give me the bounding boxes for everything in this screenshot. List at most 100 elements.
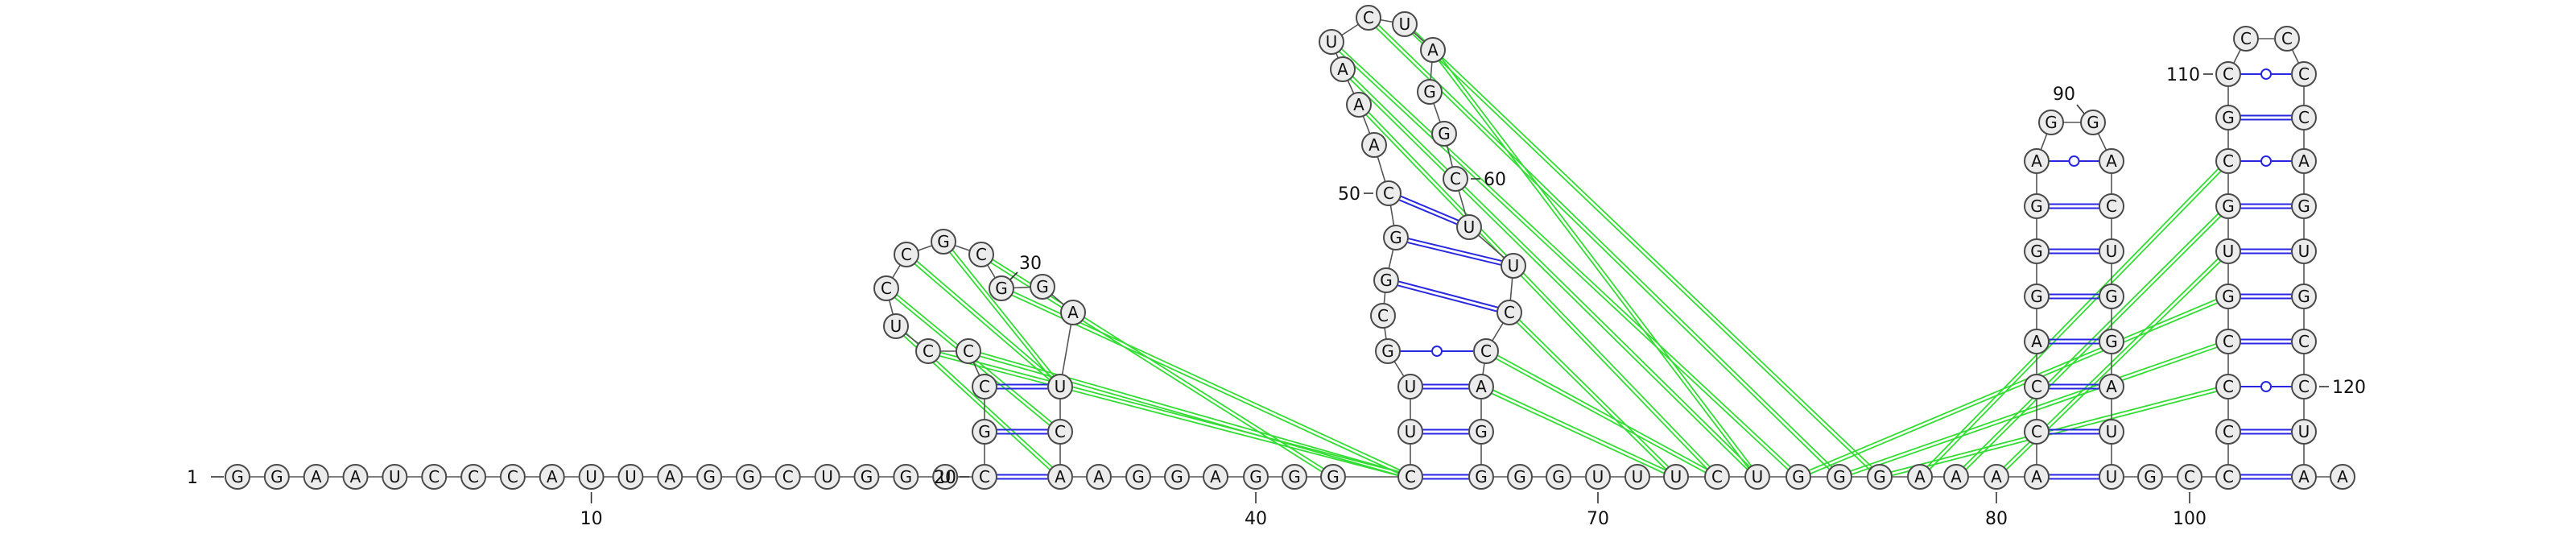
- nucleotide-letter-30: G: [995, 279, 1008, 298]
- nucleotide-circle-51: [1361, 132, 1387, 158]
- nucleotide-88: A: [2024, 148, 2050, 174]
- nucleotide-letter-61: U: [1463, 217, 1476, 237]
- index-label-30: 30: [1019, 254, 1042, 274]
- nucleotide-circle-115: [2291, 148, 2317, 174]
- nucleotide-letter-54: U: [1326, 32, 1338, 52]
- wobble-pair-marker-108-115: [2260, 155, 2272, 167]
- pseudoknot-pair-65-72-strand-1: [1480, 387, 1676, 479]
- nucleotide-letter-41: G: [1288, 467, 1301, 486]
- nucleotide-letter-77: G: [1873, 467, 1886, 486]
- nucleotide-46: G: [1375, 338, 1401, 364]
- nucleotide-77: G: [1867, 464, 1893, 490]
- nucleotide-61: U: [1456, 214, 1482, 240]
- nucleotide-circle-95: [2099, 329, 2124, 354]
- nucleotide-circle-40: [1243, 464, 1269, 490]
- nucleotide-80: A: [1984, 464, 2009, 490]
- nucleotide-91: A: [2099, 148, 2124, 174]
- nucleotide-106: U: [2215, 238, 2241, 264]
- nucleotide-69: G: [1546, 464, 1571, 490]
- nucleotide-115: A: [2291, 148, 2317, 174]
- nucleotide-circle-77: [1867, 464, 1893, 490]
- index-label-80: 80: [1985, 509, 2008, 529]
- nucleotide-40: G: [1243, 464, 1269, 490]
- nucleotide-circle-59: [1431, 121, 1457, 147]
- nucleotide-45: U: [1397, 374, 1423, 399]
- nucleotide-circle-1: [225, 464, 250, 490]
- nucleotide-8: C: [499, 464, 526, 490]
- nucleotide-letter-122: A: [2298, 467, 2310, 486]
- nucleotide-62: U: [1501, 253, 1526, 279]
- nucleotide-circle-109: [2215, 105, 2241, 130]
- pseudoknot-pair-78-108-strand-1: [1920, 161, 2231, 479]
- nucleotide-12: A: [657, 464, 683, 490]
- nucleotide-circle-7: [460, 464, 487, 490]
- nucleotide-98: U: [2099, 464, 2124, 490]
- nucleotide-letter-71: U: [1632, 467, 1644, 486]
- nucleotide-72: U: [1663, 464, 1689, 490]
- nucleotide-letter-58: G: [1423, 82, 1436, 101]
- nucleotide-5: U: [382, 464, 408, 490]
- nucleotide-14: G: [735, 464, 762, 490]
- index-label-110: 110: [2166, 65, 2200, 85]
- nucleotide-letter-80: A: [1991, 467, 2002, 486]
- nucleotide-circle-30: [989, 275, 1014, 301]
- nucleotide-letter-10: U: [585, 467, 597, 486]
- nucleotide-circle-50: [1376, 180, 1402, 206]
- index-tick-90: [2076, 104, 2085, 114]
- nucleotide-letter-100: C: [2184, 467, 2195, 486]
- nucleotide-letter-109: G: [2222, 108, 2235, 127]
- nucleotide-51: A: [1361, 132, 1387, 158]
- pseudoknot-pair-27-33-strand-2: [906, 252, 1063, 387]
- watson-crick-pair-48-63: [1386, 277, 1510, 312]
- nucleotide-97: U: [2099, 419, 2124, 445]
- nucleotide-63: C: [1496, 300, 1522, 325]
- nucleotide-circle-119: [2291, 329, 2317, 354]
- nucleotide-101: C: [2215, 464, 2241, 490]
- nucleotide-circle-96: [2099, 374, 2124, 399]
- nucleotide-letter-95: G: [2105, 332, 2118, 351]
- nucleotide-37: G: [1125, 464, 1151, 490]
- nucleotide-79: A: [1943, 464, 1969, 490]
- nucleotide-circle-86: [2024, 238, 2050, 264]
- nucleotide-letter-67: G: [1475, 467, 1488, 486]
- nucleotide-41: G: [1282, 464, 1307, 490]
- nucleotide-letter-86: G: [2030, 242, 2043, 261]
- nucleotide-letter-92: C: [2106, 197, 2117, 216]
- nucleotide-circle-104: [2215, 329, 2241, 354]
- nucleotide-letter-38: G: [1170, 467, 1183, 486]
- nucleotide-letter-21: G: [978, 422, 991, 441]
- nucleotide-letter-104: C: [2223, 332, 2234, 351]
- nucleotide-circle-69: [1546, 464, 1571, 490]
- nucleotide-44: U: [1397, 419, 1423, 445]
- wobble-pair-marker-46-64: [1431, 346, 1443, 357]
- nucleotide-letter-27: C: [901, 245, 912, 264]
- nucleotide-letter-29: C: [976, 245, 987, 264]
- nucleotide-circle-72: [1663, 464, 1689, 490]
- nucleotide-letter-114: C: [2298, 108, 2310, 127]
- nucleotide-64: C: [1473, 338, 1499, 364]
- nucleotide-114: C: [2291, 105, 2317, 130]
- nucleotide-circle-94: [2099, 284, 2124, 309]
- pseudoknot-pair-64-73-strand-1: [1484, 352, 1717, 479]
- nucleotide-16: U: [814, 464, 840, 490]
- nucleotide-letter-89: G: [2045, 113, 2058, 132]
- nucleotide-letter-84: A: [2031, 332, 2042, 351]
- index-label-90: 90: [2053, 85, 2075, 105]
- nucleotide-letter-14: G: [742, 467, 755, 486]
- nucleotide-circle-73: [1704, 464, 1730, 490]
- nucleotide-letter-57: A: [1427, 40, 1439, 60]
- nucleotide-circle-90: [2080, 110, 2106, 135]
- nucleotide-circle-76: [1827, 464, 1852, 490]
- nucleotide-circle-67: [1468, 464, 1494, 490]
- wobble-pair-marker-110-113: [2260, 68, 2272, 80]
- nucleotide-circle-41: [1282, 464, 1307, 490]
- nucleotide-circle-52: [1346, 92, 1372, 118]
- nucleotide-circle-108: [2215, 148, 2241, 174]
- nucleotide-47: C: [1370, 303, 1396, 329]
- nucleotide-60: C: [1443, 166, 1468, 192]
- nucleotide-circle-45: [1397, 374, 1423, 399]
- nucleotide-circle-64: [1473, 338, 1499, 364]
- nucleotide-letter-45: U: [1405, 377, 1417, 396]
- nucleotide-letter-116: G: [2297, 197, 2310, 216]
- nucleotide-letter-66: G: [1475, 422, 1488, 441]
